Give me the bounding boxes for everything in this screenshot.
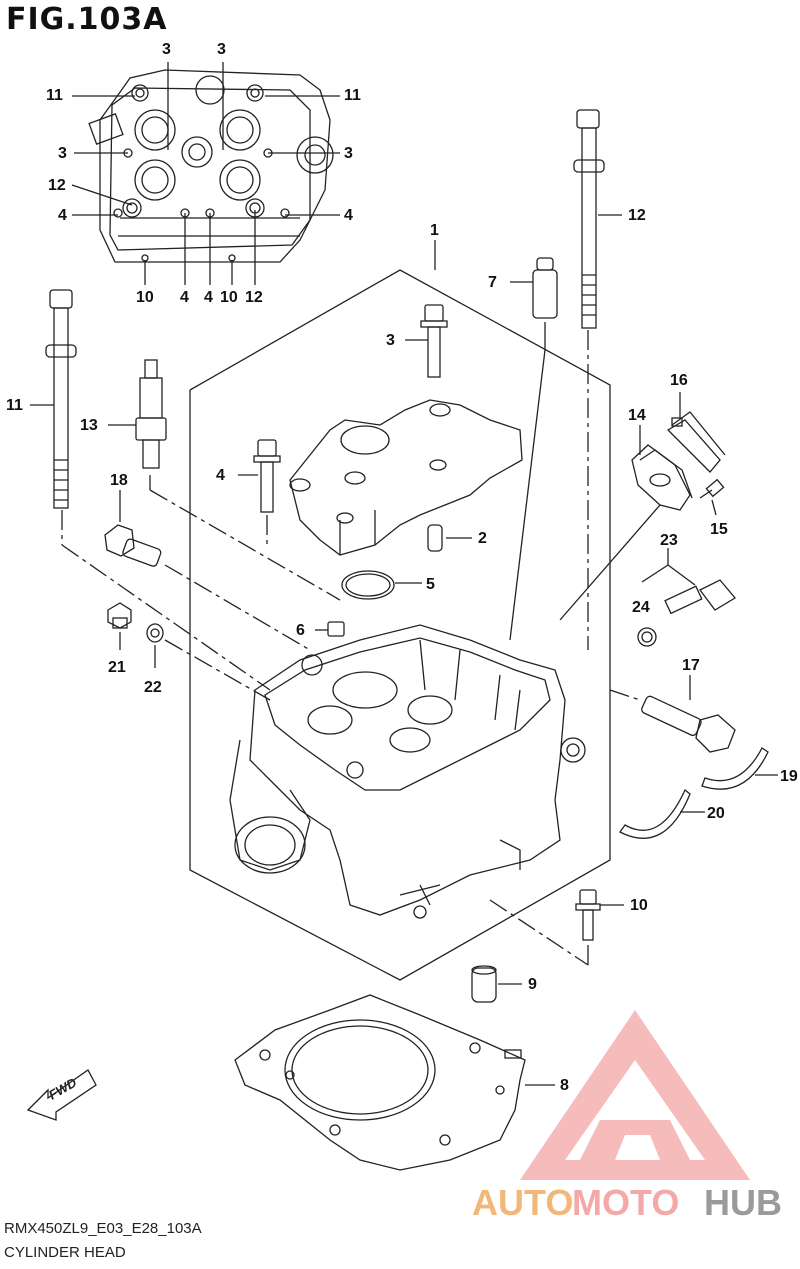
part-17-bolt [609, 675, 736, 753]
callout-inset-11a: 11 [46, 87, 63, 104]
part-14-intake-pipe [559, 425, 693, 621]
part-19-cap [701, 747, 778, 790]
callout-22: 22 [144, 679, 162, 696]
callout-20: 20 [707, 805, 725, 822]
callout-inset-4c: 4 [180, 289, 189, 306]
callout-18: 18 [110, 472, 128, 489]
callout-inset-3a: 3 [162, 41, 171, 58]
callout-inset-12a: 12 [48, 177, 66, 194]
part-12-stud-bolt [573, 109, 622, 650]
callout-10: 10 [630, 897, 648, 914]
inset-top-view [71, 62, 340, 285]
callout-9: 9 [528, 976, 537, 993]
callout-2: 2 [478, 530, 487, 547]
part-21-bolt [107, 602, 132, 650]
watermark-logo [520, 1010, 750, 1180]
part-5-o-ring [341, 570, 422, 600]
part-11-stud-bolt [30, 289, 271, 691]
callout-inset-11b: 11 [344, 87, 361, 104]
part-6-bolt [315, 621, 345, 637]
callout-3: 3 [386, 332, 395, 349]
callout-17: 17 [682, 657, 700, 674]
part-16-clamp [666, 392, 726, 473]
part-3-bolt [405, 304, 448, 378]
callout-inset-3c: 3 [58, 145, 67, 162]
callout-inset-3b: 3 [217, 41, 226, 58]
callout-inset-4b: 4 [344, 207, 353, 224]
cylinder-head-body [229, 624, 586, 919]
part-18-bolt [104, 490, 311, 651]
callout-16: 16 [670, 372, 688, 389]
fwd-arrow-icon [26, 1069, 97, 1121]
camshaft-holder [289, 399, 523, 556]
callout-inset-10a: 10 [136, 289, 154, 306]
part-24-gasket [637, 627, 657, 647]
watermark-auto: AUTO [472, 1182, 573, 1223]
part-4-bolt [238, 439, 281, 545]
part-23-temp-sensor [641, 548, 736, 615]
watermark-hub: HUB [704, 1182, 782, 1223]
callout-5: 5 [426, 576, 435, 593]
part-10-bolt [489, 889, 624, 966]
part-2-dowel-pin [427, 524, 472, 552]
callout-14: 14 [628, 407, 646, 424]
watermark-moto: MOTO [572, 1182, 679, 1223]
callout-inset-10b: 10 [220, 289, 238, 306]
callout-13: 13 [80, 417, 98, 434]
callout-inset-4d: 4 [204, 289, 213, 306]
callout-inset-3d: 3 [344, 145, 353, 162]
callout-6: 6 [296, 622, 305, 639]
part-8-gasket [234, 994, 555, 1171]
figure-code: RMX450ZL9_E03_E28_103A [4, 1220, 202, 1237]
callout-12: 12 [628, 207, 646, 224]
callout-inset-4a: 4 [58, 207, 67, 224]
callout-8: 8 [560, 1077, 569, 1094]
callout-19: 19 [780, 768, 798, 785]
part-20-cap [619, 788, 705, 839]
figure-caption: CYLINDER HEAD [4, 1244, 126, 1261]
callout-11: 11 [6, 397, 23, 414]
part-13-spark-plug [108, 359, 341, 601]
callout-1: 1 [430, 222, 439, 239]
assembly-frame [189, 269, 611, 981]
callout-23: 23 [660, 532, 678, 549]
callout-24: 24 [632, 599, 650, 616]
part-15-screw [699, 478, 725, 516]
figure-title: FIG.103A [6, 2, 168, 37]
part-9-dowel [471, 965, 522, 1003]
callout-15: 15 [710, 521, 728, 538]
callout-7: 7 [488, 274, 497, 291]
callout-inset-12b: 12 [245, 289, 263, 306]
part-7-valve-guide [509, 257, 558, 641]
part-22-washer [146, 623, 271, 701]
callout-21: 21 [108, 659, 126, 676]
callout-4: 4 [216, 467, 225, 484]
